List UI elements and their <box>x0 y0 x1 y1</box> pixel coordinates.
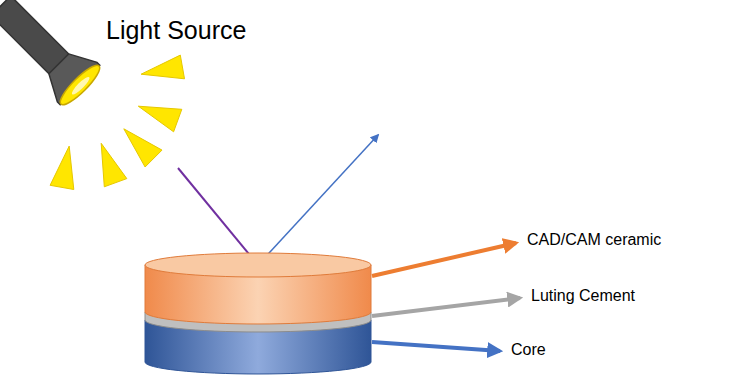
incident-ray <box>178 168 258 265</box>
specimen-disc <box>145 253 371 374</box>
light-ray <box>124 129 162 167</box>
flashlight-icon <box>0 0 105 110</box>
flashlight-lens <box>56 61 104 109</box>
part-label: Luting Cement <box>531 287 635 305</box>
leader-arrow <box>372 243 516 276</box>
ceramic-top <box>145 253 371 277</box>
light-ray <box>141 55 184 79</box>
part-label: Core <box>511 341 546 359</box>
part-label: CAD/CAM ceramic <box>527 231 661 249</box>
light-source-label: Light Source <box>106 16 246 45</box>
leader-arrow <box>372 298 520 316</box>
leader-arrow <box>372 342 500 351</box>
reflected-ray <box>258 135 378 265</box>
light-ray <box>138 106 182 132</box>
light-ray <box>101 143 127 187</box>
light-ray <box>50 146 74 189</box>
flashlight-bulb <box>70 75 91 96</box>
